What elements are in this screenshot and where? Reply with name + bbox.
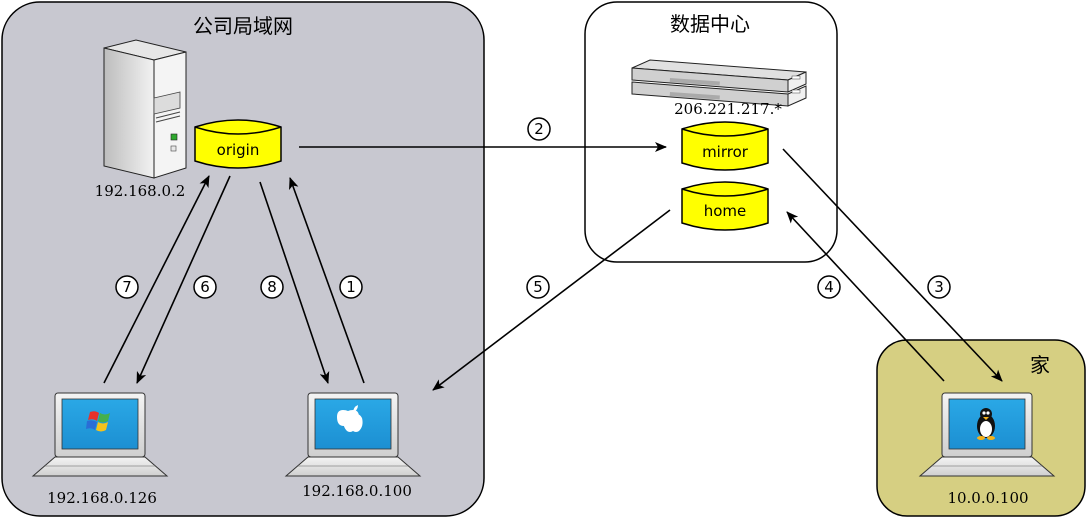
rack-server-icon [631,59,807,107]
step-badge-6: 6 [193,275,217,299]
arrow-origin-to-mac [259,181,330,384]
tower-server-icon [103,39,187,179]
step-label: 8 [267,278,277,296]
windows-laptop [31,392,169,477]
step-badge-5: 5 [526,275,550,299]
mac-laptop [284,392,422,477]
arrow-windows-to-origin [103,175,210,384]
arrow-mac-to-origin [289,177,365,384]
linux-laptop-ip: 10.0.0.100 [947,489,1028,507]
step-label: 2 [534,120,544,138]
zone-home-title: 家 [1030,353,1050,377]
repo-origin: origin [194,119,282,169]
repo-origin-label: origin [217,141,260,159]
arrow-origin-to-windows [136,175,231,384]
windows-laptop-ip: 192.168.0.126 [47,489,157,507]
arrow-mirror-to-linux [782,148,1003,382]
zone-datacenter-title: 数据中心 [670,12,750,36]
step-label: 6 [200,278,210,296]
step-label: 3 [934,278,944,296]
step-badge-7: 7 [115,275,139,299]
step-badge-4: 4 [817,275,841,299]
zone-lan-title: 公司局域网 [193,14,293,38]
mac-laptop-ip: 192.168.0.100 [302,482,412,500]
step-badge-1: 1 [339,275,363,299]
step-label: 5 [533,278,543,296]
repo-home-label: home [704,202,747,220]
step-badge-3: 3 [927,275,951,299]
windows-logo-icon [86,411,110,432]
step-label: 7 [122,278,132,296]
repo-home: home [681,181,769,231]
step-label: 1 [346,278,356,296]
repo-mirror: mirror [681,121,769,171]
linux-laptop [918,392,1056,477]
repo-mirror-label: mirror [702,143,749,161]
step-badge-8: 8 [260,275,284,299]
step-badge-2: 2 [527,117,551,141]
arrow-linux-to-home [786,211,945,382]
apple-logo-icon [337,405,363,432]
origin-server-ip: 192.168.0.2 [95,182,186,200]
datacenter-ip: 206.221.217.* [674,100,782,118]
tux-penguin-icon [977,408,995,440]
step-label: 4 [824,278,834,296]
arrow-home-to-mac [432,209,671,391]
